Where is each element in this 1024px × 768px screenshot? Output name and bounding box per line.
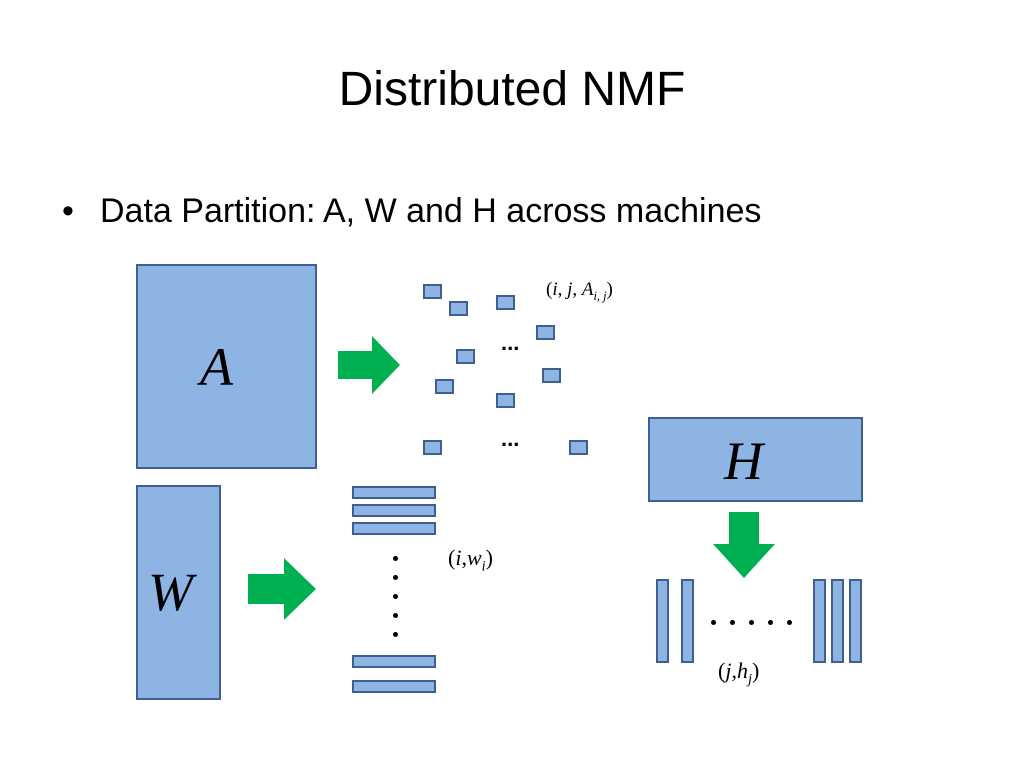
a-label-a: A xyxy=(581,279,594,300)
a-entry-label: (i, j, Ai, j) xyxy=(546,280,613,302)
a-entry-block xyxy=(569,440,588,455)
h-column-label: (j,hj) xyxy=(718,660,759,687)
arrow-right-w xyxy=(248,558,316,620)
a-label-close: ) xyxy=(606,279,613,300)
a-ellipsis-bottom: ... xyxy=(501,426,520,451)
h-column-block xyxy=(681,579,694,663)
w-vertical-dot xyxy=(393,632,398,637)
h-horizontal-dot xyxy=(730,620,735,625)
bullet-text: Data Partition: A, W and H across machin… xyxy=(100,192,762,230)
a-label-j: j xyxy=(567,279,573,300)
w-vertical-dot xyxy=(393,613,398,618)
h-label-open: ( xyxy=(718,658,726,683)
a-label-open: ( xyxy=(546,279,553,300)
w-label-w: w xyxy=(466,545,482,570)
matrix-h-label: H xyxy=(724,431,763,491)
a-entry-block xyxy=(449,301,468,316)
arrow-right-a xyxy=(338,336,400,394)
slide-title: Distributed NMF xyxy=(338,63,686,116)
a-entry-block xyxy=(423,440,442,455)
matrix-w-label: W xyxy=(148,562,193,622)
a-label-sep1: , xyxy=(557,279,568,300)
w-row-block xyxy=(352,680,436,693)
a-entry-block xyxy=(496,295,515,310)
bullet-symbol: • xyxy=(62,192,74,230)
matrix-a-label: A xyxy=(200,337,233,397)
matrix-a: A xyxy=(136,264,317,469)
h-column-block xyxy=(656,579,669,663)
matrix-w: W xyxy=(136,485,221,700)
h-horizontal-dot xyxy=(749,620,754,625)
a-entry-block xyxy=(423,284,442,299)
a-entry-block xyxy=(456,349,475,364)
a-ellipsis-top: ... xyxy=(501,330,520,355)
h-label-sub: j xyxy=(747,671,752,688)
w-row-label: (i,wi) xyxy=(448,547,493,574)
w-row-block xyxy=(352,655,436,668)
w-row-block xyxy=(352,522,436,535)
h-label-sep: , xyxy=(731,658,737,683)
w-vertical-dot xyxy=(393,594,398,599)
h-horizontal-dot xyxy=(711,620,716,625)
w-label-open: ( xyxy=(448,545,456,570)
h-label-close: ) xyxy=(751,658,760,683)
w-vertical-dot xyxy=(393,556,398,561)
arrow-down-h xyxy=(713,512,775,578)
h-label-h: h xyxy=(736,658,748,683)
matrix-h: H xyxy=(648,417,863,502)
h-horizontal-dot xyxy=(787,620,792,625)
w-row-block xyxy=(352,486,436,499)
h-horizontal-dot xyxy=(768,620,773,625)
a-label-sep2: , xyxy=(572,279,582,300)
w-label-i: i xyxy=(455,545,462,570)
h-label-j: j xyxy=(725,658,732,683)
w-label-sep: , xyxy=(461,545,467,570)
a-entry-block xyxy=(536,325,555,340)
h-column-block xyxy=(813,579,826,663)
a-label-i: i xyxy=(552,279,558,300)
a-entry-block xyxy=(542,368,561,383)
h-column-block xyxy=(849,579,862,663)
w-vertical-dot xyxy=(393,575,398,580)
h-column-block xyxy=(831,579,844,663)
a-entry-block xyxy=(496,393,515,408)
w-row-block xyxy=(352,504,436,517)
w-label-sub: i xyxy=(481,558,486,575)
bullet-item: • Data Partition: A, W and H across machi… xyxy=(62,194,761,228)
a-label-sub: i, j xyxy=(593,288,607,303)
w-label-close: ) xyxy=(485,545,493,570)
a-entry-block xyxy=(435,379,454,394)
